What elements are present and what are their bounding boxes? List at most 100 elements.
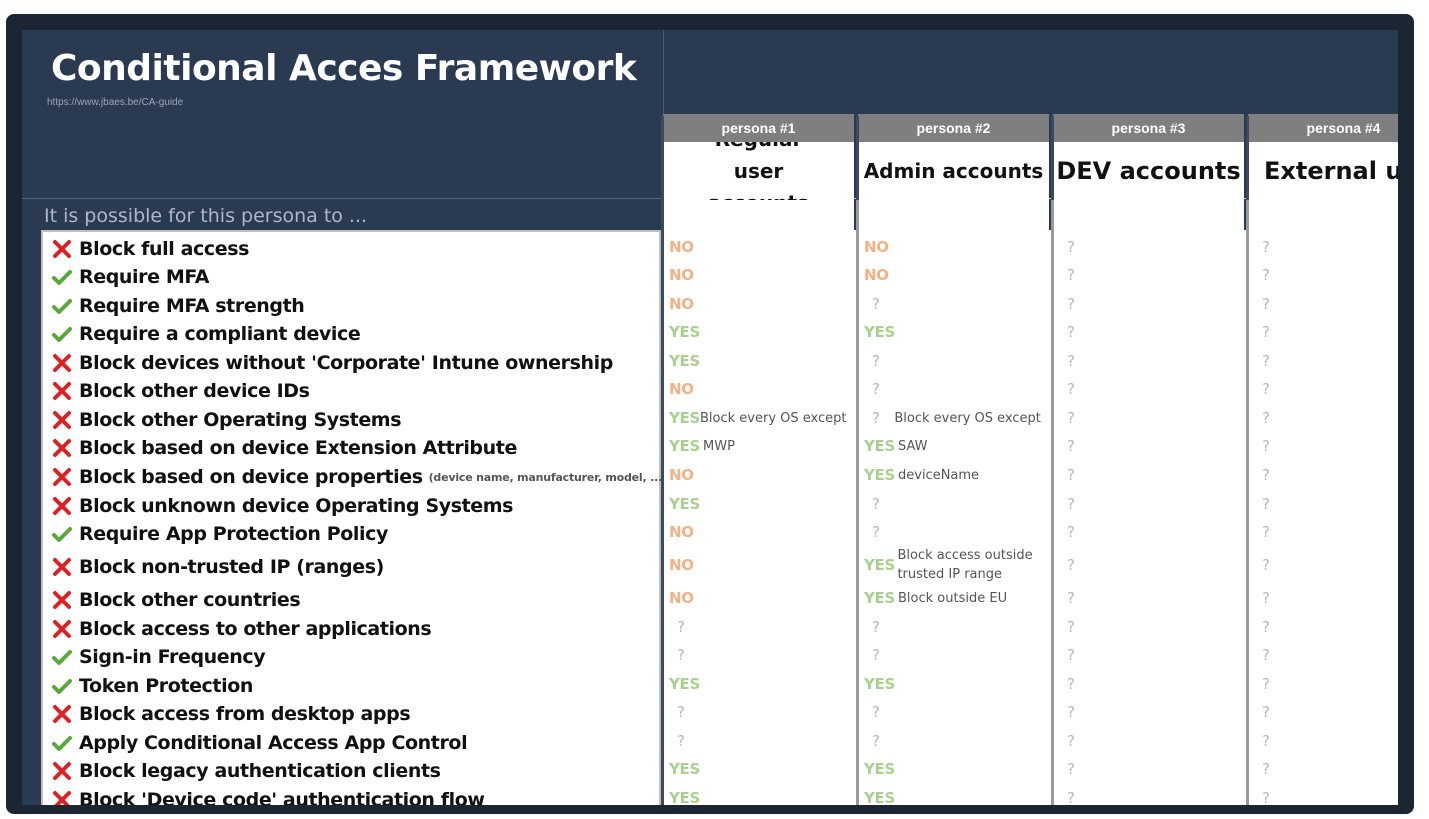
persona-cell[interactable]: NO xyxy=(669,233,850,261)
persona-cell[interactable]: ? xyxy=(1254,375,1398,403)
cell-value: ? xyxy=(1262,295,1270,313)
persona-cell[interactable]: ? xyxy=(1059,784,1240,805)
persona-cell[interactable]: ? xyxy=(864,727,1045,755)
capability-row: Block access to other applications xyxy=(51,615,432,643)
cross-icon xyxy=(51,409,73,431)
cell-value: YES xyxy=(864,760,896,778)
persona-cell[interactable]: ? xyxy=(1254,432,1398,460)
persona-cell[interactable]: ? xyxy=(1254,261,1398,289)
persona-cell[interactable]: ? xyxy=(864,490,1045,518)
persona-cell[interactable]: NO xyxy=(864,261,1045,289)
cell-value: ? xyxy=(872,295,880,313)
capability-label: Block access to other applications xyxy=(79,618,432,640)
capability-label: Block other device IDs xyxy=(79,380,310,402)
persona-cell[interactable]: ? xyxy=(1254,347,1398,375)
persona-cell[interactable]: ? xyxy=(864,613,1045,641)
persona-cell[interactable]: YES xyxy=(669,490,850,518)
persona-cell[interactable]: ? xyxy=(1059,670,1240,698)
persona-cell[interactable]: ? xyxy=(1059,375,1240,403)
persona-cell[interactable]: ? xyxy=(1059,490,1240,518)
persona-cell[interactable]: ?Block every OS except Win xyxy=(864,404,1045,432)
persona-cell[interactable]: ? xyxy=(1059,404,1240,432)
persona-cell[interactable]: YES xyxy=(669,755,850,783)
capability-label: Block based on device properties xyxy=(79,466,423,488)
checkmark-icon xyxy=(51,646,73,668)
persona-cell[interactable]: ? xyxy=(1254,290,1398,318)
persona-cell[interactable]: YES xyxy=(864,755,1045,783)
persona-cell[interactable]: ? xyxy=(864,518,1045,546)
persona-cell[interactable]: ? xyxy=(669,727,850,755)
checkmark-icon xyxy=(51,266,73,288)
persona-cell[interactable]: ? xyxy=(1254,518,1398,546)
persona-cell[interactable]: YES xyxy=(864,670,1045,698)
persona-cell[interactable]: YES xyxy=(864,318,1045,346)
persona-cell[interactable]: ? xyxy=(1254,641,1398,669)
persona-cell[interactable]: NO xyxy=(669,551,850,579)
persona-cell[interactable]: ? xyxy=(1254,404,1398,432)
persona-cell[interactable]: ? xyxy=(1254,698,1398,726)
persona-cell[interactable]: ? xyxy=(864,347,1045,375)
cell-value: YES xyxy=(669,760,701,778)
persona-cell[interactable]: NO xyxy=(864,233,1045,261)
persona-cell[interactable]: ? xyxy=(669,641,850,669)
persona-cell[interactable]: ? xyxy=(864,375,1045,403)
persona-cell[interactable]: ? xyxy=(1059,318,1240,346)
persona-cell[interactable]: ? xyxy=(1059,461,1240,489)
persona-cell[interactable]: ? xyxy=(1059,698,1240,726)
persona-cell[interactable]: ? xyxy=(1059,347,1240,375)
persona-cell[interactable]: ? xyxy=(1059,290,1240,318)
persona-cell[interactable]: ? xyxy=(1059,613,1240,641)
persona-cell[interactable]: ? xyxy=(1254,755,1398,783)
persona-cell[interactable]: ? xyxy=(1254,727,1398,755)
cross-icon xyxy=(51,437,73,459)
persona-cell[interactable]: ? xyxy=(1059,727,1240,755)
persona-cell[interactable]: ? xyxy=(1254,784,1398,805)
persona-cell[interactable]: ? xyxy=(864,290,1045,318)
persona-cell[interactable]: ? xyxy=(1254,233,1398,261)
persona-cell[interactable]: ? xyxy=(1059,518,1240,546)
persona-cell[interactable]: ? xyxy=(1254,670,1398,698)
persona-cell[interactable]: ? xyxy=(1059,551,1240,579)
capability-label: Sign-in Frequency xyxy=(79,646,266,668)
persona-cell[interactable]: ? xyxy=(1059,584,1240,612)
cell-value: ? xyxy=(1262,380,1270,398)
persona-cell[interactable]: NO xyxy=(669,584,850,612)
persona-cell[interactable]: NO xyxy=(669,461,850,489)
persona-cell[interactable]: ? xyxy=(1059,755,1240,783)
persona-cell[interactable]: ? xyxy=(864,641,1045,669)
persona-cell[interactable]: YES xyxy=(864,784,1045,805)
persona-cell[interactable]: ? xyxy=(1254,490,1398,518)
persona-cell[interactable]: YES xyxy=(669,784,850,805)
persona-cell[interactable]: ? xyxy=(1254,613,1398,641)
page-title: Conditional Acces Framework xyxy=(51,48,637,89)
persona-cell[interactable]: ? xyxy=(669,698,850,726)
cell-value: YES xyxy=(669,675,701,693)
persona-cell[interactable]: YES xyxy=(669,347,850,375)
persona-cell[interactable]: ? xyxy=(864,698,1045,726)
persona-cell[interactable]: ? xyxy=(1059,432,1240,460)
persona-cell[interactable]: ? xyxy=(669,613,850,641)
persona-cell[interactable]: ? xyxy=(1254,551,1398,579)
cell-value: ? xyxy=(677,618,685,636)
persona-cell[interactable]: ? xyxy=(1059,261,1240,289)
persona-cell[interactable]: ? xyxy=(1254,318,1398,346)
persona-cell[interactable]: YES xyxy=(669,670,850,698)
cross-icon xyxy=(51,495,73,517)
persona-cell[interactable]: ? xyxy=(1059,641,1240,669)
persona-cell[interactable]: ? xyxy=(1059,233,1240,261)
persona-cell[interactable]: NO xyxy=(669,375,850,403)
persona-cell[interactable]: YES xyxy=(669,318,850,346)
persona-cell[interactable]: NO xyxy=(669,290,850,318)
cross-icon xyxy=(51,466,73,488)
persona-cell[interactable]: ? xyxy=(1254,584,1398,612)
persona-cell[interactable]: NO xyxy=(669,261,850,289)
persona-cell[interactable]: ? xyxy=(1254,461,1398,489)
persona-cell[interactable]: NO xyxy=(669,518,850,546)
